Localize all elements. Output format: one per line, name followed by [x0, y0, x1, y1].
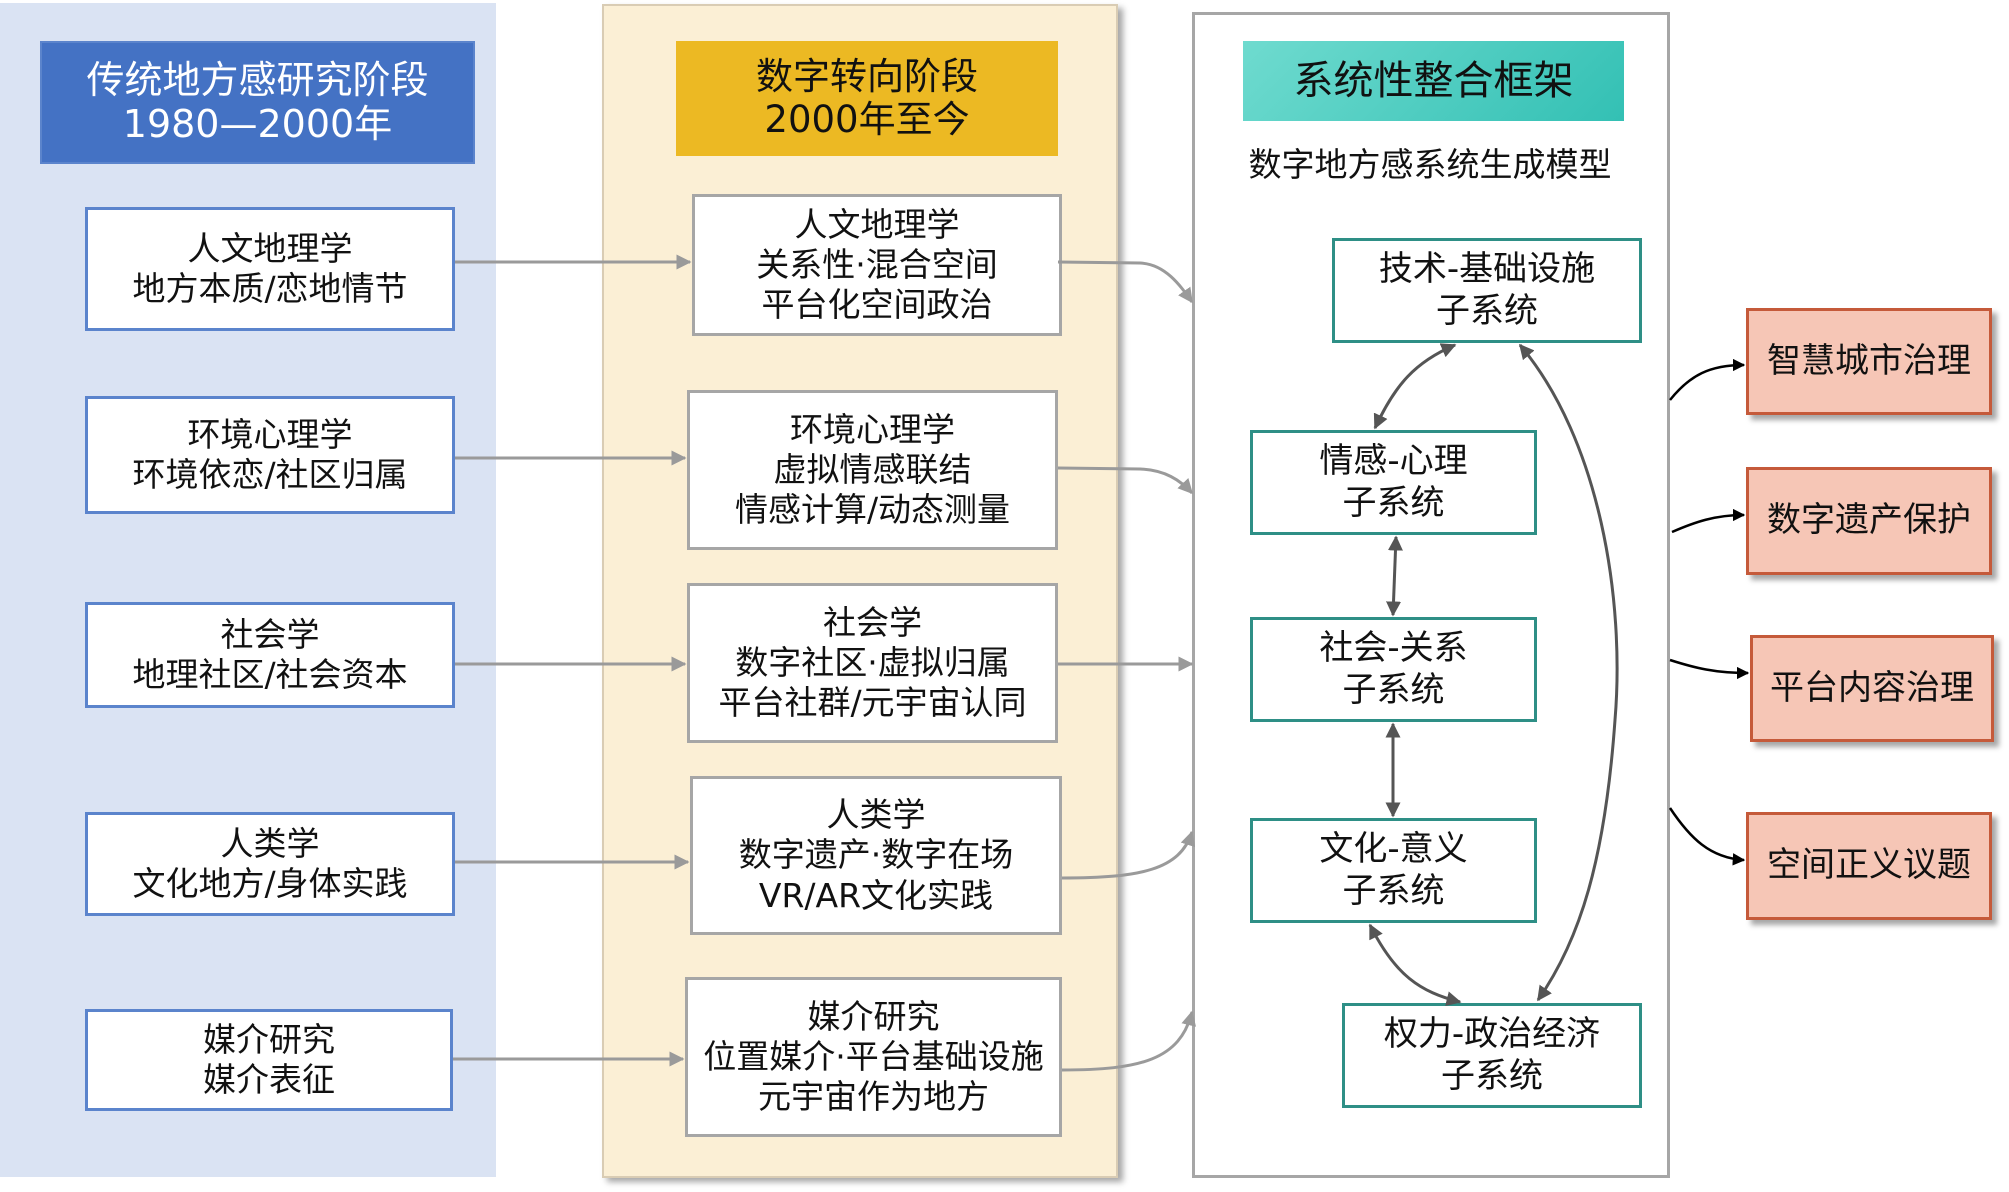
traditional-item: 人文地理学 地方本质/恋地情节	[85, 207, 455, 331]
focus-line: VR/AR文化实践	[758, 875, 994, 915]
subsystem-suffix: 子系统	[1436, 290, 1538, 331]
traditional-item: 人类学 文化地方/身体实践	[85, 812, 455, 916]
discipline-label: 人类学	[826, 795, 926, 835]
focus-line: 平台社群/元宇宙认同	[718, 683, 1027, 723]
subsystem-social: 社会-关系 子系统	[1250, 617, 1537, 722]
outcome-box: 平台内容治理	[1750, 635, 1994, 742]
focus-label: 地方本质/恋地情节	[132, 269, 408, 308]
discipline-label: 媒介研究	[807, 996, 940, 1036]
subsystem-name: 权力-政治经济	[1383, 1014, 1601, 1055]
focus-line: 数字社区·虚拟归属	[735, 642, 1010, 682]
focus-line: 平台化空间政治	[761, 285, 993, 325]
focus-line: 元宇宙作为地方	[758, 1077, 989, 1117]
discipline-label: 社会学	[220, 614, 320, 654]
digital-item: 社会学 数字社区·虚拟归属 平台社群/元宇宙认同	[687, 583, 1058, 743]
outcome-label: 平台内容治理	[1770, 667, 1974, 708]
discipline-label: 人类学	[220, 823, 320, 863]
digital-item: 媒介研究 位置媒介·平台基础设施 元宇宙作为地方	[685, 977, 1062, 1137]
subsystem-name: 情感-心理	[1319, 441, 1468, 482]
framework-subtitle: 数字地方感系统生成模型	[1248, 145, 1612, 184]
focus-label: 文化地方/身体实践	[132, 864, 408, 903]
discipline-label: 媒介研究	[203, 1019, 335, 1059]
focus-label: 地理社区/社会资本	[132, 655, 408, 694]
focus-line: 关系性·混合空间	[756, 244, 998, 284]
digital-item: 人类学 数字遗产·数字在场 VR/AR文化实践	[690, 776, 1062, 935]
discipline-label: 社会学	[823, 602, 922, 642]
digital-stage-period: 2000年至今	[764, 97, 970, 141]
digital-item: 环境心理学 虚拟情感联结 情感计算/动态测量	[687, 390, 1058, 550]
focus-line: 情感计算/动态测量	[734, 490, 1011, 530]
arrow-framework-to-outcome	[1668, 807, 1746, 866]
subsystem-name: 社会-关系	[1319, 628, 1468, 669]
focus-label: 环境依恋/社区归属	[132, 455, 408, 494]
outcome-label: 数字遗产保护	[1767, 500, 1971, 541]
outcome-box: 空间正义议题	[1746, 812, 1992, 920]
traditional-stage-panel	[0, 3, 496, 1177]
subsystem-technology: 技术-基础设施 子系统	[1332, 238, 1642, 343]
outcome-label: 智慧城市治理	[1767, 340, 1971, 381]
digital-item: 人文地理学 关系性·混合空间 平台化空间政治	[692, 194, 1062, 336]
traditional-item: 环境心理学 环境依恋/社区归属	[85, 396, 455, 514]
traditional-stage-period: 1980—2000年	[122, 101, 393, 146]
focus-line: 数字遗产·数字在场	[738, 835, 1014, 875]
framework-header: 系统性整合框架	[1243, 41, 1624, 121]
traditional-item: 社会学 地理社区/社会资本	[85, 602, 455, 708]
arrow-framework-to-outcome	[1669, 658, 1750, 680]
subsystem-name: 技术-基础设施	[1378, 249, 1596, 290]
arrow-framework-to-outcome	[1669, 358, 1746, 401]
arrow-framework-to-outcome	[1671, 508, 1746, 534]
focus-label: 媒介表征	[203, 1060, 335, 1099]
subsystem-suffix: 子系统	[1342, 482, 1445, 523]
focus-line: 虚拟情感联结	[773, 449, 972, 489]
subsystem-culture: 文化-意义 子系统	[1250, 818, 1537, 923]
subsystem-name: 文化-意义	[1319, 829, 1468, 870]
traditional-stage-header: 传统地方感研究阶段 1980—2000年	[40, 41, 475, 164]
discipline-label: 环境心理学	[790, 409, 955, 449]
subsystem-emotion: 情感-心理 子系统	[1250, 430, 1537, 535]
digital-stage-title: 数字转向阶段	[756, 54, 978, 98]
traditional-stage-title: 传统地方感研究阶段	[86, 57, 429, 102]
outcome-box: 数字遗产保护	[1746, 467, 1992, 575]
subsystem-suffix: 子系统	[1441, 1055, 1543, 1096]
digital-stage-header: 数字转向阶段 2000年至今	[676, 41, 1058, 156]
outcome-box: 智慧城市治理	[1746, 308, 1992, 415]
outcome-label: 空间正义议题	[1767, 845, 1971, 886]
subsystem-power: 权力-政治经济 子系统	[1342, 1003, 1642, 1108]
subsystem-suffix: 子系统	[1342, 669, 1445, 710]
discipline-label: 人文地理学	[794, 204, 960, 244]
framework-title: 系统性整合框架	[1293, 58, 1574, 104]
traditional-item: 媒介研究 媒介表征	[85, 1009, 453, 1111]
focus-line: 位置媒介·平台基础设施	[703, 1036, 1044, 1076]
discipline-label: 人文地理学	[187, 228, 353, 268]
subsystem-suffix: 子系统	[1342, 870, 1445, 911]
discipline-label: 环境心理学	[187, 414, 353, 454]
